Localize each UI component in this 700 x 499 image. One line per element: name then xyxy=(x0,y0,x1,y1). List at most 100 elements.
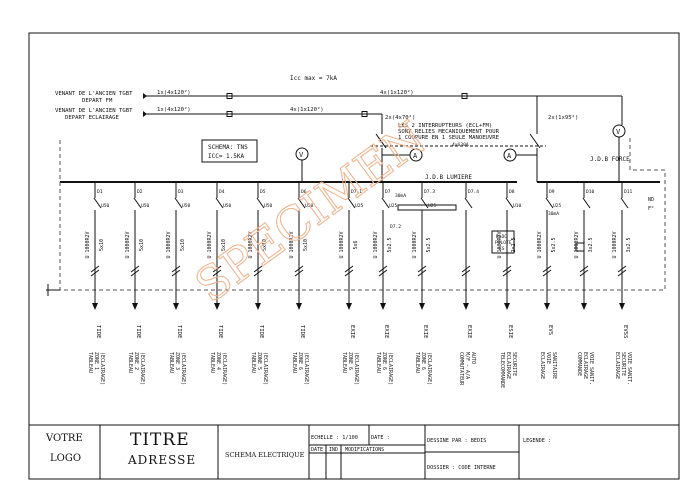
circuit-id: D4 xyxy=(219,189,225,195)
arrow-icon xyxy=(214,303,220,310)
circuit-tag: TIDE xyxy=(176,325,182,339)
circuit-destination: TABLEAU xyxy=(375,352,381,373)
junction-box xyxy=(461,93,468,99)
circuit-destination: AUTO xyxy=(470,352,476,364)
ind-col-header: IND xyxy=(329,447,338,453)
breaker-symbol xyxy=(297,197,306,209)
legende-label: LEGENDE : xyxy=(523,438,551,444)
bloc-pilote-label: ES xyxy=(499,246,505,252)
cable-section: 5x10 xyxy=(303,239,309,251)
circuit-destination: TABLEAU xyxy=(414,352,420,373)
circuit-tag: TIDE xyxy=(95,325,101,339)
cable-tick xyxy=(212,265,222,273)
interlock-note-line: SONT RELIES MECANIQUEMENT POUR xyxy=(398,129,500,135)
circuit-id: D10 xyxy=(586,189,595,195)
contactor-label: D7.2 xyxy=(390,224,401,230)
cable-ecl-main-label: 4x(1x120²) xyxy=(290,106,324,113)
circuit-destination: ZONE 6 xyxy=(381,352,387,370)
circuit-id: D7.1 xyxy=(351,189,362,195)
circuit-tag: EXIE xyxy=(349,325,355,339)
circuit-destination: (ECLAIRAGE) xyxy=(221,352,227,385)
circuit-destination: VOIE SANIT. xyxy=(626,352,632,385)
drawing-address: ADRESSE xyxy=(128,453,197,467)
cable-tick xyxy=(294,265,304,273)
circuit-rating: U25 xyxy=(553,203,562,209)
circuit-destination: SECURITE xyxy=(620,352,626,376)
cable-section: 5x2.5 xyxy=(426,237,432,252)
cable-section: 5x2.5 xyxy=(551,237,557,252)
cable-tick xyxy=(502,265,512,273)
cable-tick xyxy=(90,265,100,273)
circuit-tag: ESIE xyxy=(507,325,513,339)
circuit-destination: ZONE 2 xyxy=(133,352,139,370)
cable-tick xyxy=(417,265,427,273)
cable-tick xyxy=(344,265,354,273)
cable-tick xyxy=(579,269,589,277)
main-switch-ecl xyxy=(375,133,387,149)
circuit-destination: ZONE 1 xyxy=(93,352,99,370)
bloc-pilote-label: PILOTE xyxy=(495,240,512,246)
breaker-symbol xyxy=(174,197,183,209)
logo-line-1: VOTRE xyxy=(46,433,83,444)
circuit-rating: U25 xyxy=(428,203,437,209)
cable-type: U 1000R2V xyxy=(412,231,418,258)
watermark: SPECIMEN xyxy=(185,110,435,313)
cable-type: U 1000R2V xyxy=(207,231,213,258)
circuit-destination: ECLAIRAGE xyxy=(539,352,545,379)
date-label: DATE : xyxy=(371,435,390,441)
cable-section: 5x10 xyxy=(99,239,105,251)
circuit-destination: (ECLAIRAGE) xyxy=(180,352,186,385)
cable-section: 5x10 xyxy=(221,239,227,251)
breaker-symbol xyxy=(381,197,390,209)
cable-fm-main-label: 4x(1x120²) xyxy=(380,89,414,96)
contactor-box xyxy=(397,204,457,211)
cable-tick xyxy=(579,265,589,273)
circuit-destination: VOIE SANIT. xyxy=(588,352,594,385)
circuit-id: D11 xyxy=(624,189,633,195)
voltmeter-label: V xyxy=(616,128,621,136)
circuit-id: D3 xyxy=(178,189,184,195)
circuit-destination: ZONE 4 xyxy=(215,352,221,370)
arrow-icon xyxy=(143,111,147,117)
circuit-rating: U50 xyxy=(223,203,232,209)
cable-type: U 1000R2V xyxy=(537,231,543,258)
arrow-icon xyxy=(296,303,302,310)
cable-type: U 1000R2V xyxy=(289,231,295,258)
source-fm-sub-label: DEPART FM xyxy=(82,98,113,104)
cable-tick xyxy=(171,269,181,277)
circuit-id: D8 xyxy=(509,189,515,195)
cable-section: 3x2.5 xyxy=(626,237,632,252)
circuit-destination: (ECLAIRAGE) xyxy=(99,352,105,385)
cable-type: U 1000R2V xyxy=(373,231,379,258)
title-block xyxy=(99,425,520,479)
circuit-rating: U50 xyxy=(101,203,110,209)
interlock-note-line: LES 2 INTERRUPTEURS (ECL+FM) xyxy=(398,123,492,129)
arrow-icon xyxy=(255,303,261,310)
cable-tick xyxy=(294,269,304,277)
cable-section: 5x6 xyxy=(353,240,359,249)
junction-box xyxy=(226,111,233,117)
circuit-tag: EVSS xyxy=(622,325,628,338)
circuit-destination: COMMANDE xyxy=(576,352,582,376)
cable-tick xyxy=(461,269,471,277)
cable-type: U 1000R2V xyxy=(574,231,580,258)
circuit-destination: TABLEAU xyxy=(127,352,133,373)
cable-type: U 1000R2V xyxy=(612,231,618,258)
ammeter-label: A xyxy=(413,152,418,160)
source-fm-label: VENANT DE L'ANCIEN TGBT xyxy=(55,91,133,97)
circuit-id: D2 xyxy=(137,189,143,195)
incoming-feeders: Icc max = 7kA VENANT DE L'ANCIEN TGBT DE… xyxy=(55,75,622,134)
circuit-destination: TABLEAU xyxy=(87,352,93,373)
arrow-icon xyxy=(463,303,469,310)
cable-fm-in-label: 1x(4x120²) xyxy=(157,89,191,96)
circuit-tag: EXIE xyxy=(383,325,389,339)
circuit-id: D1 xyxy=(97,189,103,195)
breaker-symbol xyxy=(620,197,629,209)
source-ecl-sub-label: DEPART ECLAIRAGE xyxy=(65,115,120,121)
cable-tick xyxy=(90,269,100,277)
nf-label: ND xyxy=(648,197,654,203)
jdb-lumiere-label: J.D.B LUMIERE xyxy=(425,174,472,181)
circuit-destination: ZONE 6 xyxy=(347,352,353,370)
arrow-icon xyxy=(419,303,425,310)
